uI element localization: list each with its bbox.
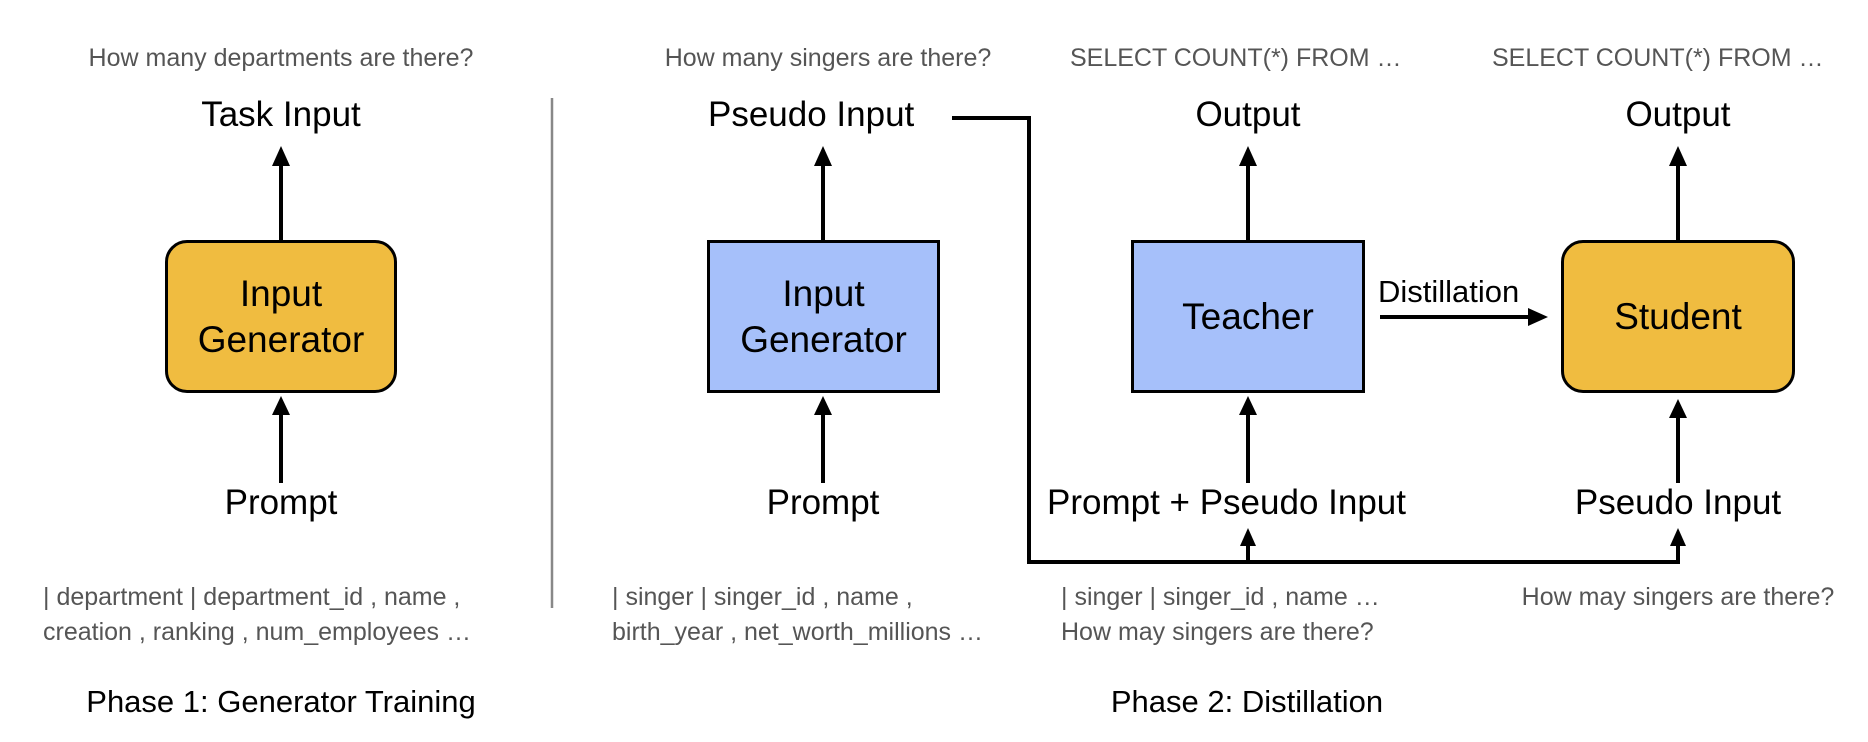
teacher-input-label: Prompt + Pseudo Input [1047, 483, 1406, 522]
p2-caption: Phase 2: Distillation [1110, 684, 1384, 719]
p1-caption: Phase 1: Generator Training [86, 684, 476, 719]
teacher-sql-output: SELECT COUNT(*) FROM … [1070, 44, 1402, 72]
arrowhead [1240, 528, 1256, 546]
pseudo-input-route [952, 116, 1680, 564]
p2-schema-line2: birth_year , net_worth_millions … [612, 618, 983, 646]
p2-input-generator-box: Input Generator [707, 240, 940, 393]
arrowhead [814, 146, 832, 166]
p1-generator-line2: Generator [197, 318, 365, 360]
arrowhead [1670, 528, 1686, 546]
student-box: Student [1561, 240, 1795, 393]
teacher-box-label: Teacher [1182, 295, 1314, 337]
arrowhead [272, 396, 290, 415]
arrowhead [1669, 146, 1687, 166]
p2-pseudo-input-label: Pseudo Input [708, 95, 915, 134]
distillation-label: Distillation [1378, 274, 1520, 309]
p1-prompt-label: Prompt [224, 483, 338, 522]
arrowhead [1528, 308, 1548, 326]
p1-example-question: How many departments are there? [88, 44, 474, 72]
teacher-example-line1: | singer | singer_id , name … [1061, 583, 1380, 611]
student-input-label: Pseudo Input [1574, 483, 1782, 522]
student-sql-output: SELECT COUNT(*) FROM … [1492, 44, 1824, 72]
teacher-output-label: Output [1195, 95, 1301, 134]
student-example-line1: How may singers are there? [1521, 583, 1835, 611]
p2-prompt-label: Prompt [766, 483, 880, 522]
p1-input-generator-box: Input Generator [165, 240, 397, 393]
p2-schema-line1: | singer | singer_id , name , [612, 583, 913, 611]
student-box-label: Student [1614, 295, 1742, 337]
p2-generator-line1: Input [782, 273, 865, 315]
arrowhead [272, 146, 290, 166]
student-output-label: Output [1625, 95, 1731, 134]
arrowhead [1239, 396, 1257, 415]
arrowhead [1239, 146, 1257, 166]
p2-example-question: How many singers are there? [664, 44, 992, 72]
p1-generator-line1: Input [239, 273, 323, 315]
arrowhead [1669, 399, 1687, 418]
teacher-box: Teacher [1131, 240, 1365, 393]
p2-generator-line2: Generator [740, 318, 907, 360]
arrowhead [814, 396, 832, 415]
teacher-example-line2: How may singers are there? [1061, 618, 1374, 646]
p1-task-input-label: Task Input [201, 95, 361, 134]
p1-schema-line2: creation , ranking , num_employees … [43, 618, 471, 646]
p1-schema-line1: | department | department_id , name , [43, 583, 461, 611]
